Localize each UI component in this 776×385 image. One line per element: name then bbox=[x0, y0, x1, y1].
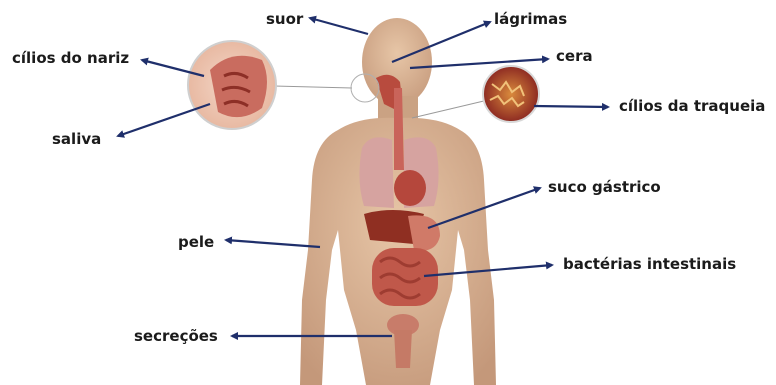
label-cilios-da-traqueia: cílios da traqueia bbox=[619, 97, 765, 115]
label-secrecoes: secreções bbox=[134, 327, 218, 345]
label-cera: cera bbox=[556, 47, 593, 65]
label-bacterias-intestinais: bactérias intestinais bbox=[563, 255, 736, 273]
label-lagrimas: lágrimas bbox=[494, 10, 567, 28]
arrow-pele bbox=[226, 240, 320, 247]
arrow-cilios-traqueia bbox=[534, 106, 608, 107]
arrow-saliva bbox=[118, 104, 210, 136]
trachea-inset bbox=[412, 66, 539, 122]
arrow-suor bbox=[310, 18, 368, 34]
nose-inset bbox=[188, 41, 379, 129]
label-pele: pele bbox=[178, 233, 214, 251]
label-saliva: saliva bbox=[52, 130, 101, 148]
label-cilios-do-nariz: cílios do nariz bbox=[12, 49, 129, 67]
label-suor: suor bbox=[266, 10, 303, 28]
label-suco-gastrico: suco gástrico bbox=[548, 178, 661, 196]
